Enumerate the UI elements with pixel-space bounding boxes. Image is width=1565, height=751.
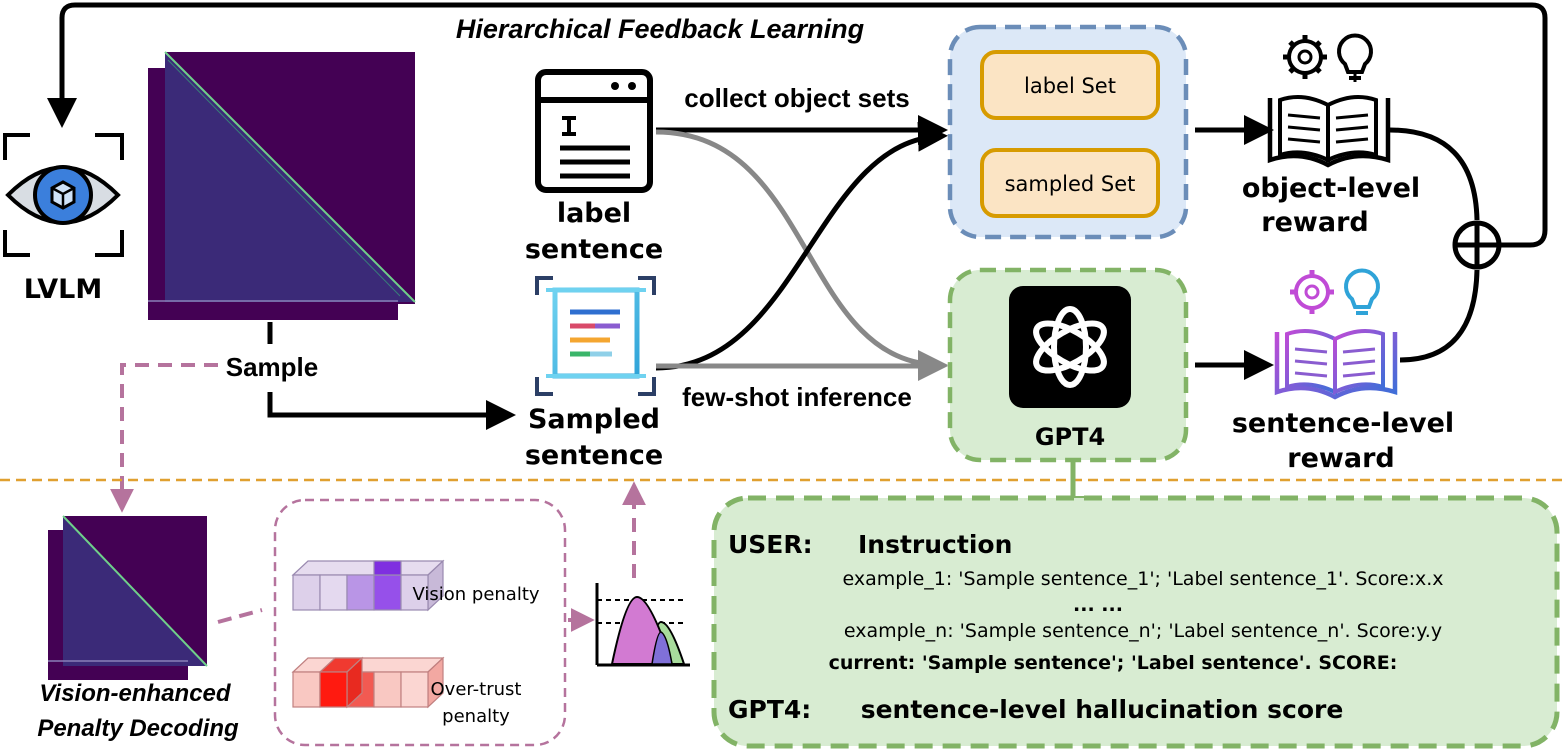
vepd-line2: Penalty Decoding (37, 715, 239, 742)
sum-circle-plus-icon (1452, 220, 1502, 270)
few-shot-inference-label: few-shot inference (682, 382, 912, 412)
prompt-instruction: Instruction (858, 530, 1012, 559)
prompt-example-1: example_1: 'Sample sentence_1'; 'Label s… (842, 568, 1443, 590)
sampled-to-sets-arrow (655, 121, 948, 371)
vepd-line1: Vision-enhanced (39, 680, 231, 707)
openai-knot-icon (1033, 306, 1107, 388)
overtrust-penalty-label-1: Over-trust (431, 679, 522, 700)
prompt-gpt4-label: GPT4: (728, 695, 811, 724)
label-sentence-line2: sentence (525, 234, 663, 265)
prompt-user-label: USER: (728, 530, 813, 559)
distribution-plot-icon (595, 583, 690, 667)
object-reward-line2: reward (1261, 207, 1368, 238)
sampled-sentence-line1: Sampled (528, 404, 660, 435)
label-sentence-line1: label (557, 198, 631, 229)
prompt-example-n: example_n: 'Sample sentence_n'; 'Label s… (844, 620, 1442, 642)
attention-matrix-bottom (48, 515, 208, 680)
prompt-ellipsis: ... ... (1073, 594, 1123, 616)
label-set-box (980, 50, 1160, 120)
sample-label: Sample (226, 352, 319, 382)
prompt-box (711, 495, 1560, 749)
overtrust-penalty-label-2: penalty (442, 706, 510, 727)
attention-matrix-top (148, 51, 416, 320)
sampled-sentence-scan-icon (535, 276, 656, 396)
openai-logo-icon (1009, 286, 1131, 408)
prompt-output: sentence-level hallucination score (861, 695, 1344, 724)
feedback-loop-arrow (47, 2, 1548, 248)
penalty-box (273, 498, 567, 747)
gpt4-label: GPT4 (1035, 423, 1105, 451)
prompt-current: current: 'Sample sentence'; 'Label sente… (829, 652, 1398, 674)
object-reward-to-sum (1389, 127, 1480, 221)
label-sentence-doc-icon (535, 69, 653, 193)
sample-to-sampled-arrow (267, 392, 516, 430)
lvlm-label: LVLM (24, 274, 102, 305)
sentence-reward-to-sum (1399, 269, 1480, 363)
sentence-reward-line2: reward (1287, 443, 1394, 474)
object-reward-book-icon (1267, 33, 1391, 168)
diagram-title: Hierarchical Feedback Learning (456, 14, 865, 44)
sampled-set-box (980, 148, 1160, 218)
sentence-reward-line1: sentence-level (1232, 408, 1454, 439)
sampled-set-text: sampled Set (1005, 172, 1136, 196)
overtrust-penalty-cubes (291, 656, 445, 709)
matrix-to-penalty-dashed (217, 608, 263, 624)
sample-to-vepd-dashed-arrow (110, 363, 218, 513)
label-to-gpt4-arrow (655, 129, 948, 380)
vision-penalty-cubes (291, 559, 445, 612)
label-set-text: label Set (1024, 74, 1116, 98)
collect-object-sets-label: collect object sets (684, 83, 909, 113)
sampled-sentence-line2: sentence (525, 440, 663, 471)
sentence-reward-book-icon (1274, 268, 1398, 400)
vision-penalty-label: Vision penalty (412, 584, 539, 605)
object-reward-line1: object-level (1242, 173, 1420, 204)
lvlm-eye-icon (3, 133, 124, 257)
